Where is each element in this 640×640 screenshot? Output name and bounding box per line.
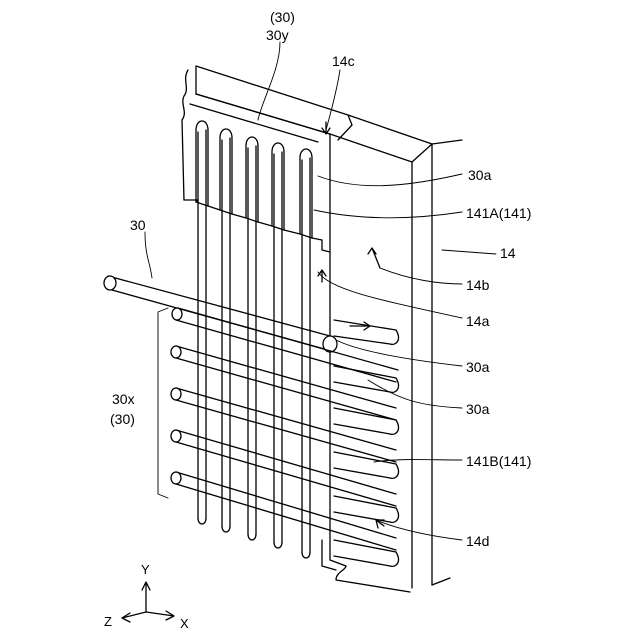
axis-label-x: X xyxy=(180,616,189,631)
axis-label-z: Z xyxy=(104,614,112,629)
label-30y: 30y xyxy=(266,27,289,43)
label-14d: 14d xyxy=(466,533,489,549)
label-30a-low: 30a xyxy=(466,401,490,417)
horizontal-conductors-30x xyxy=(104,276,398,550)
x-axis-arrow xyxy=(146,611,174,620)
label-141B: 141B(141) xyxy=(466,453,531,469)
label-30a-mid: 30a xyxy=(466,359,490,375)
label-14b: 14b xyxy=(466,277,490,293)
coordinate-axes: Y Z X xyxy=(104,562,189,631)
z-axis-arrow xyxy=(122,612,146,622)
label-30-left: 30 xyxy=(130,217,146,233)
reference-labels: (30) 30y 14c 30a 141A(141) 30 14 14b 14a… xyxy=(110,9,531,549)
label-14c: 14c xyxy=(332,53,355,69)
label-141A: 141A(141) xyxy=(466,205,531,221)
label-30a-top: 30a xyxy=(468,167,492,183)
upper-slots-141A xyxy=(190,94,330,252)
y-axis-arrow xyxy=(142,582,150,612)
label-30x-paren: (30) xyxy=(110,411,135,427)
bracket-30x xyxy=(158,308,168,498)
label-14: 14 xyxy=(500,245,516,261)
vertical-conductors-30y xyxy=(198,130,310,558)
plate-14 xyxy=(182,66,462,588)
label-30x: 30x xyxy=(112,391,135,407)
axis-label-y: Y xyxy=(141,562,150,577)
label-14a: 14a xyxy=(466,313,490,329)
label-30-paren: (30) xyxy=(270,9,295,25)
